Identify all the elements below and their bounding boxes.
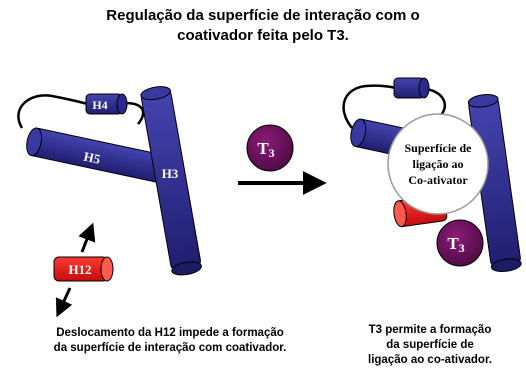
coactivator-binding-surface: Superfície de ligação ao Co-ativator <box>387 113 489 215</box>
right-caption-line-2: da superfície de <box>386 339 474 351</box>
t3-free-ligand: T3 <box>246 124 294 172</box>
h12-down-arrow <box>55 287 73 318</box>
diagram-title: Regulação da superfície de interação com… <box>0 6 526 46</box>
left-h12-label: H12 <box>68 262 91 277</box>
surface-label-line-3: Co-ativator <box>408 173 468 187</box>
left-h4-label: H4 <box>92 98 107 112</box>
right-receptor-structure: T3 Superfície de ligação ao Co-ativator <box>342 77 522 273</box>
left-helix-h12: H12 <box>53 256 114 282</box>
left-receptor-structure: H4 H5 H6 H3 H12 <box>17 86 202 318</box>
left-h6-label: H6 <box>130 178 147 193</box>
left-helix-h5: H5 <box>26 127 180 186</box>
right-caption-line-1: T3 permite a formação <box>368 324 492 336</box>
left-h5-label: H5 <box>82 149 102 167</box>
surface-label-line-1: Superfície de <box>405 141 473 155</box>
right-helix-h4 <box>393 77 430 99</box>
t3-free-subscript: 3 <box>269 146 275 160</box>
t3-free-label: T <box>257 139 269 158</box>
left-caption-line-2: da superfície de interação com coativado… <box>53 342 287 354</box>
h12-up-arrow <box>78 222 96 253</box>
t3-bound-subscript: 3 <box>459 241 465 255</box>
t3-bound-ligand: T3 <box>436 219 484 267</box>
right-caption: T3 permite a formação da superfície de l… <box>340 323 520 368</box>
t3-bound-label: T <box>447 234 459 253</box>
left-h3-label: H3 <box>162 166 179 181</box>
left-caption: Deslocamento da H12 impede a formação da… <box>20 326 320 356</box>
title-line-1: Regulação da superfície de interação com… <box>106 7 420 24</box>
left-helix-h3 <box>140 86 202 276</box>
svg-text:T3: T3 <box>257 139 274 160</box>
left-caption-line-1: Deslocamento da H12 impede a formação <box>56 327 284 339</box>
svg-text:T3: T3 <box>447 234 464 255</box>
title-line-2: coativador feita pelo T3. <box>177 27 349 44</box>
right-caption-line-3: ligação ao co-ativador. <box>368 354 492 366</box>
surface-label-line-2: ligação ao <box>413 157 464 171</box>
left-helix-h4: H4 <box>85 93 128 115</box>
